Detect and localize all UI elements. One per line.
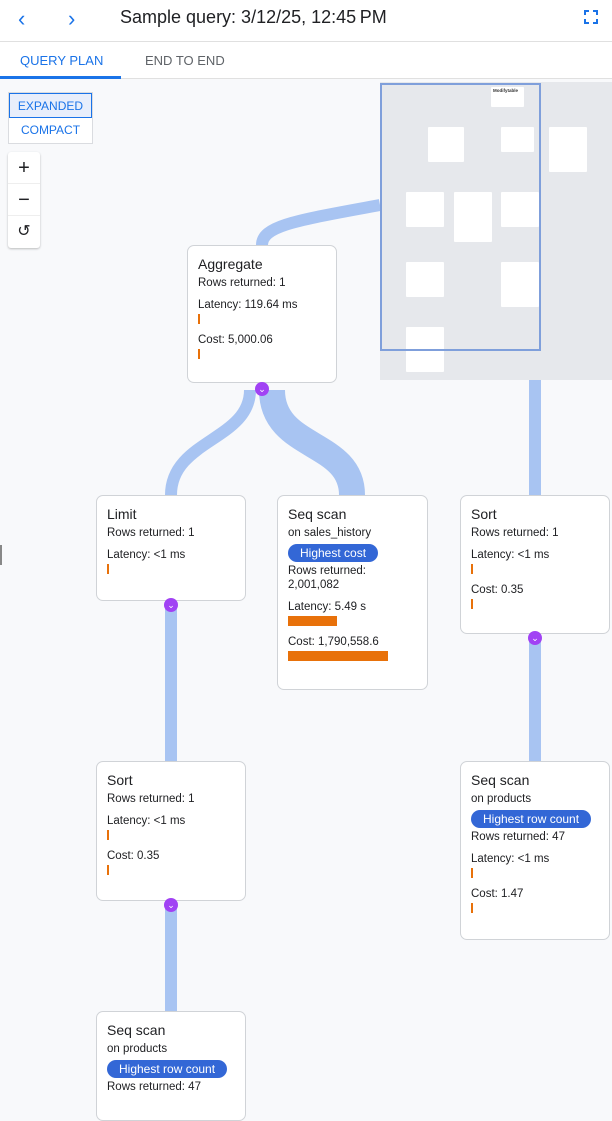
rows-returned: Rows returned: 47: [107, 1081, 201, 1093]
rows-returned: Rows returned: 47: [471, 831, 565, 843]
highest-row-count-badge: Highest row count: [471, 810, 592, 828]
node-title: Limit: [107, 506, 137, 522]
minimap-viewport[interactable]: [380, 83, 541, 351]
node-seq-scan-products-right[interactable]: Seq scan on products Highest row count R…: [460, 761, 610, 940]
table-name: on products: [471, 793, 532, 805]
minimap-node: [549, 127, 587, 172]
latency-bar: [288, 616, 337, 626]
minimap-node: [501, 262, 539, 307]
forward-button[interactable]: ›: [68, 6, 76, 31]
fullscreen-icon[interactable]: [584, 10, 598, 24]
active-tab-indicator: [0, 76, 121, 79]
cost: Cost: 1.47: [471, 888, 524, 900]
table-name: on sales_history: [288, 527, 372, 539]
cost: Cost: 1,790,558.6: [288, 636, 379, 648]
scrollbar-handle[interactable]: [0, 545, 2, 565]
minimap-node: [406, 262, 444, 297]
minimap-node: [501, 192, 539, 227]
table-name: on products: [107, 1043, 168, 1055]
header: ‹ › Sample query: 3/12/25, 12:45 PM: [0, 0, 612, 42]
node-seq-scan-products-bottom[interactable]: Seq scan on products Highest row count R…: [96, 1011, 246, 1121]
zoom-in-button[interactable]: +: [8, 152, 40, 184]
expanded-button[interactable]: EXPANDED: [9, 93, 92, 118]
edge-aggregate-seqscan: [259, 388, 365, 497]
node-sort-right[interactable]: Sort Rows returned: 1 Latency: <1 ms Cos…: [460, 495, 610, 634]
latency: Latency: <1 ms: [107, 815, 186, 827]
reset-zoom-button[interactable]: ↺: [17, 223, 31, 240]
latency-bar: [107, 830, 109, 840]
page-title: Sample query: 3/12/25, 12:45 PM: [120, 7, 387, 27]
latency-bar: [471, 868, 473, 878]
node-sort-left[interactable]: Sort Rows returned: 1 Latency: <1 ms Cos…: [96, 761, 246, 901]
minimap-node: [454, 192, 492, 242]
expand-chevron-icon[interactable]: ⌄: [255, 382, 269, 396]
compact-button[interactable]: COMPACT: [20, 123, 81, 137]
rows-returned: Rows returned: 1: [471, 527, 559, 539]
tab-bar: QUERY PLAN END TO END: [0, 42, 612, 79]
zoom-controls: + − ↺: [8, 152, 40, 248]
latency-bar: [471, 564, 473, 574]
latency: Latency: 5.49 s: [288, 601, 366, 613]
node-title: Sort: [107, 772, 133, 788]
node-title: Seq scan: [288, 506, 347, 522]
rows-returned: Rows returned:: [288, 565, 366, 577]
tab-query-plan[interactable]: QUERY PLAN: [20, 53, 104, 68]
latency: Latency: <1 ms: [471, 853, 550, 865]
latency: Latency: <1 ms: [107, 549, 186, 561]
cost: Cost: 0.35: [107, 850, 160, 862]
rows-returned: Rows returned: 1: [107, 793, 195, 805]
node-limit[interactable]: Limit Rows returned: 1 Latency: <1 ms: [96, 495, 246, 601]
expand-chevron-icon[interactable]: ⌄: [164, 898, 178, 912]
zoom-out-button[interactable]: −: [8, 184, 40, 216]
expand-chevron-icon[interactable]: ⌄: [164, 598, 178, 612]
minimap-node: [406, 192, 444, 227]
edge-root-aggregate: [256, 199, 382, 246]
cost: Cost: 5,000.06: [198, 334, 273, 346]
node-seq-scan-sales-history[interactable]: Seq scan on sales_history Highest cost R…: [277, 495, 428, 690]
node-title: Aggregate: [198, 256, 263, 272]
cost: Cost: 0.35: [471, 584, 524, 596]
minimap-node: [428, 127, 464, 162]
latency-bar: [198, 314, 200, 324]
rows-returned: Rows returned: 1: [198, 277, 286, 289]
highest-cost-badge: Highest cost: [288, 544, 379, 562]
node-aggregate[interactable]: Aggregate Rows returned: 1 Latency: 119.…: [187, 245, 337, 383]
cost-bar: [471, 599, 473, 609]
node-title: Seq scan: [471, 772, 530, 788]
node-title: Seq scan: [107, 1022, 166, 1038]
cost-bar: [471, 903, 473, 913]
highest-row-count-badge: Highest row count: [107, 1060, 228, 1078]
cost-bar: [198, 349, 200, 359]
latency-bar: [107, 564, 109, 574]
latency: Latency: 119.64 ms: [198, 299, 298, 311]
rows-returned: Rows returned: 1: [107, 527, 195, 539]
node-title: Sort: [471, 506, 497, 522]
tab-end-to-end[interactable]: END TO END: [145, 53, 225, 68]
minimap-node: [501, 127, 534, 152]
rows-returned-value: 2,001,082: [288, 579, 340, 591]
cost-bar: [288, 651, 388, 661]
latency: Latency: <1 ms: [471, 549, 550, 561]
cost-bar: [107, 865, 109, 875]
expand-chevron-icon[interactable]: ⌄: [528, 631, 542, 645]
back-button[interactable]: ‹: [18, 6, 26, 31]
view-mode-toggle: EXPANDED COMPACT: [8, 92, 93, 144]
edge-aggregate-limit: [165, 389, 256, 496]
minimap[interactable]: Modifytable: [380, 82, 612, 380]
minimap-node: Modifytable: [491, 87, 524, 107]
